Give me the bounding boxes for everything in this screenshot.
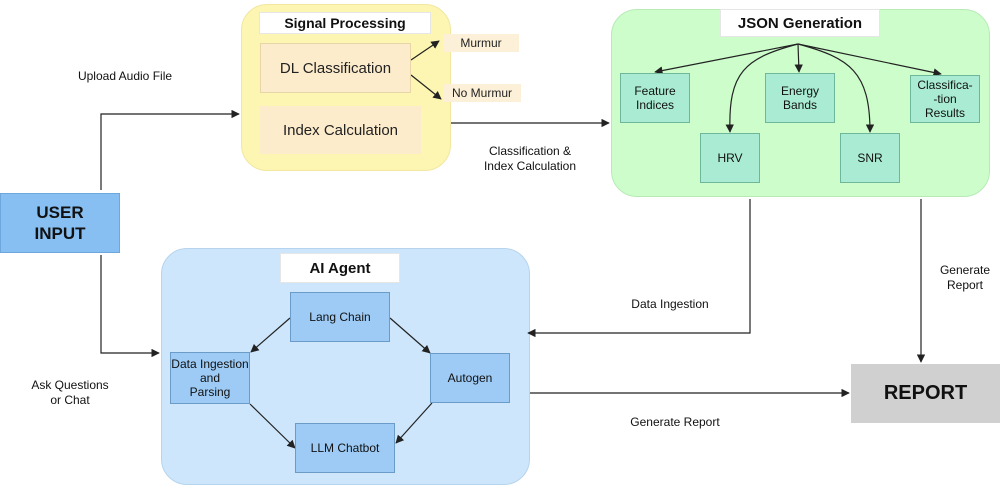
generate-report-bottom-label: Generate Report	[630, 415, 720, 429]
edge-ingestion-llm	[249, 403, 296, 449]
lang-chain-box: Lang Chain	[290, 292, 390, 342]
classification-results-line-2: -tion	[933, 92, 957, 106]
edge-to-murmur	[410, 40, 440, 61]
hrv-box: HRV	[700, 133, 760, 183]
edge-langchain-ingestion	[250, 317, 291, 353]
no-murmur-label: No Murmur	[443, 84, 521, 102]
edge-autogen-llm	[395, 402, 433, 444]
feature-indices-box: Feature Indices	[620, 73, 690, 123]
feature-indices-line-2: Indices	[635, 98, 675, 112]
classification-results-line-1: Classifica-	[917, 78, 973, 92]
edge-ask-questions	[100, 255, 160, 358]
index-calculation-box: Index Calculation	[260, 106, 421, 154]
edge-langchain-autogen	[389, 317, 431, 354]
classification-index-label-line-1: Classification &	[488, 144, 572, 158]
classification-results-line-3: Results	[924, 106, 965, 120]
energy-bands-box: Energy Bands	[765, 73, 835, 123]
edge-upload-audio	[100, 109, 240, 190]
energy-bands-line-2: Bands	[782, 98, 818, 112]
edge-hub-hrv	[725, 43, 799, 133]
ask-questions-label: Ask Questions or Chat	[20, 378, 120, 408]
edge-to-no-murmur	[410, 74, 442, 100]
feature-indices-line-1: Feature	[634, 84, 676, 98]
ask-questions-line-2: or Chat	[50, 393, 90, 407]
generate-report-right-line-2: Report	[946, 278, 984, 292]
ask-questions-line-1: Ask Questions	[31, 378, 109, 392]
autogen-box: Autogen	[430, 353, 510, 403]
user-input-line-1: USER	[36, 203, 84, 222]
generate-report-right-label: Generate Report	[925, 263, 1001, 293]
edge-hub-energy	[794, 43, 803, 73]
energy-bands-line-1: Energy	[780, 84, 820, 98]
snr-box: SNR	[840, 133, 900, 183]
edge-hub-snr	[797, 43, 875, 133]
data-ingestion-parsing-line-2: and	[199, 371, 221, 385]
data-ingestion-parsing-line-1: Data Ingestion	[171, 357, 249, 371]
ai-agent-title: AI Agent	[280, 253, 400, 283]
user-input-box: USER INPUT	[0, 193, 120, 253]
data-ingestion-parsing-line-3: Parsing	[189, 385, 231, 399]
report-box: REPORT	[851, 364, 1000, 423]
json-generation-title: JSON Generation	[720, 9, 880, 37]
data-ingestion-label: Data Ingestion	[631, 297, 709, 311]
dl-classification-box: DL Classification	[260, 43, 411, 93]
classification-index-label: Classification & Index Calculation	[470, 144, 590, 174]
llm-chatbot-box: LLM Chatbot	[295, 423, 395, 473]
signal-processing-title: Signal Processing	[259, 12, 431, 34]
user-input-line-2: INPUT	[34, 224, 86, 243]
upload-audio-label: Upload Audio File	[77, 69, 173, 83]
data-ingestion-parsing-box: Data Ingestion and Parsing	[170, 352, 250, 404]
classification-index-label-line-2: Index Calculation	[483, 159, 577, 173]
edge-hub-feature	[654, 43, 799, 75]
edge-hub-classification	[797, 43, 942, 77]
murmur-label: Murmur	[443, 34, 519, 52]
edge-data-ingestion	[527, 199, 751, 338]
generate-report-right-line-1: Generate	[939, 263, 991, 277]
classification-results-box: Classifica- -tion Results	[910, 75, 980, 123]
